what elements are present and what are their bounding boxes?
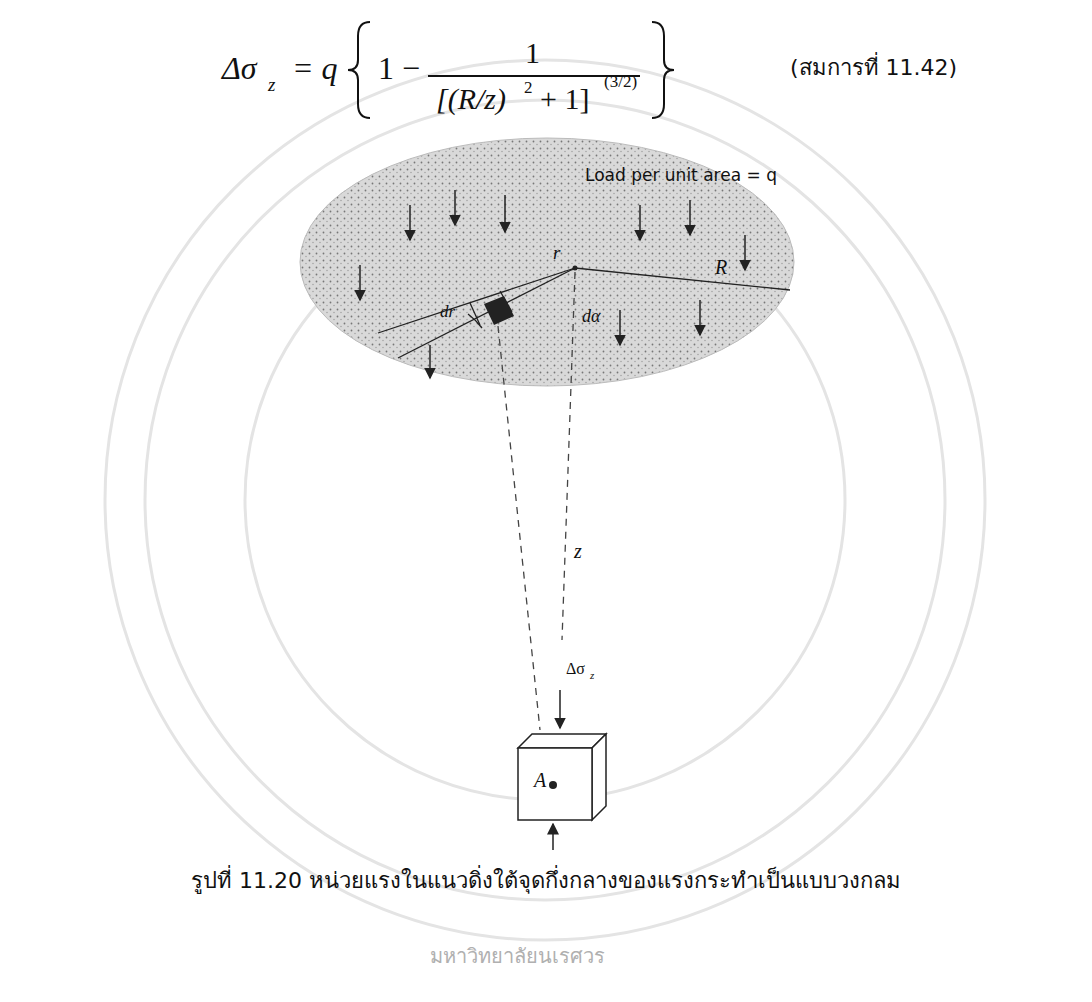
loaded-area [300,138,794,386]
dimension-label: dα [582,306,600,327]
geometry-lines [378,268,790,358]
load-label: Load per unit area = q [585,166,777,186]
equation-term: = q [292,50,338,87]
equation-term: 1 − [378,50,420,87]
equation-term: [(R/z) [436,82,506,117]
figure-caption: รูปที่ 11.20 หน่วยแรงในแนวดิ่งใต้จุดกึ่ง… [191,868,901,893]
stress-arrow-down [559,690,561,728]
soil-element-cube [518,734,606,820]
equation-term: + 1] [540,82,589,117]
equation-numerator: 1 [525,36,540,71]
equation-marks [348,22,674,118]
equation-symbol: Δσ [222,50,257,87]
dimension-label: dr [440,302,455,322]
watermark-seal [105,60,985,940]
area-element [484,296,514,325]
load-arrows [360,190,745,378]
equation-exponent: (3/2) [604,72,637,92]
point-label: A [534,769,576,792]
stress-arrow-up [552,824,554,850]
stress-label: Δσ [566,660,585,678]
radius-label: r [553,242,560,264]
equation-exponent: 2 [524,78,533,98]
depth-label: z [574,540,582,563]
point-a [549,781,557,789]
center-point [573,266,578,271]
equation-number: (สมการที่ 11.42) [790,55,957,80]
radius-label: R [715,256,727,279]
equation-subscript: z [268,74,275,96]
soil-element: A [518,748,592,820]
stress-subscript: z [590,669,594,682]
watermark-text: มหาวิทยาลัยนเรศวร [430,945,605,968]
projection-lines [498,272,575,730]
